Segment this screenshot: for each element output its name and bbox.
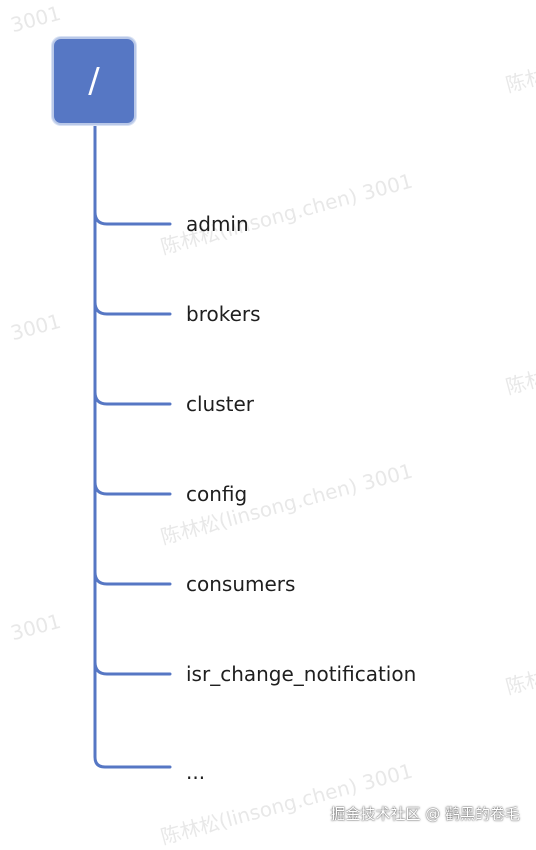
branch-line-isr <box>93 660 172 676</box>
root-node: / <box>52 37 136 125</box>
node-label-config: config <box>186 482 248 506</box>
branch-line-brokers <box>93 300 172 316</box>
node-label-brokers: brokers <box>186 302 261 326</box>
node-label-ellipsis: ... <box>186 760 206 784</box>
branch-line-cluster <box>93 390 172 406</box>
trunk-line <box>93 124 172 769</box>
node-label-admin: admin <box>186 212 249 236</box>
branch-line-admin <box>93 210 172 226</box>
root-node-label: / <box>88 61 100 101</box>
branch-line-config <box>93 480 172 496</box>
node-label-isr-change-notification: isr_change_notification <box>186 662 417 686</box>
node-label-cluster: cluster <box>186 392 255 416</box>
node-label-consumers: consumers <box>186 572 296 596</box>
footer-credit: 掘金技术社区 @ 鹳黑的卷毛 <box>330 805 520 823</box>
branch-line-consumers <box>93 570 172 586</box>
